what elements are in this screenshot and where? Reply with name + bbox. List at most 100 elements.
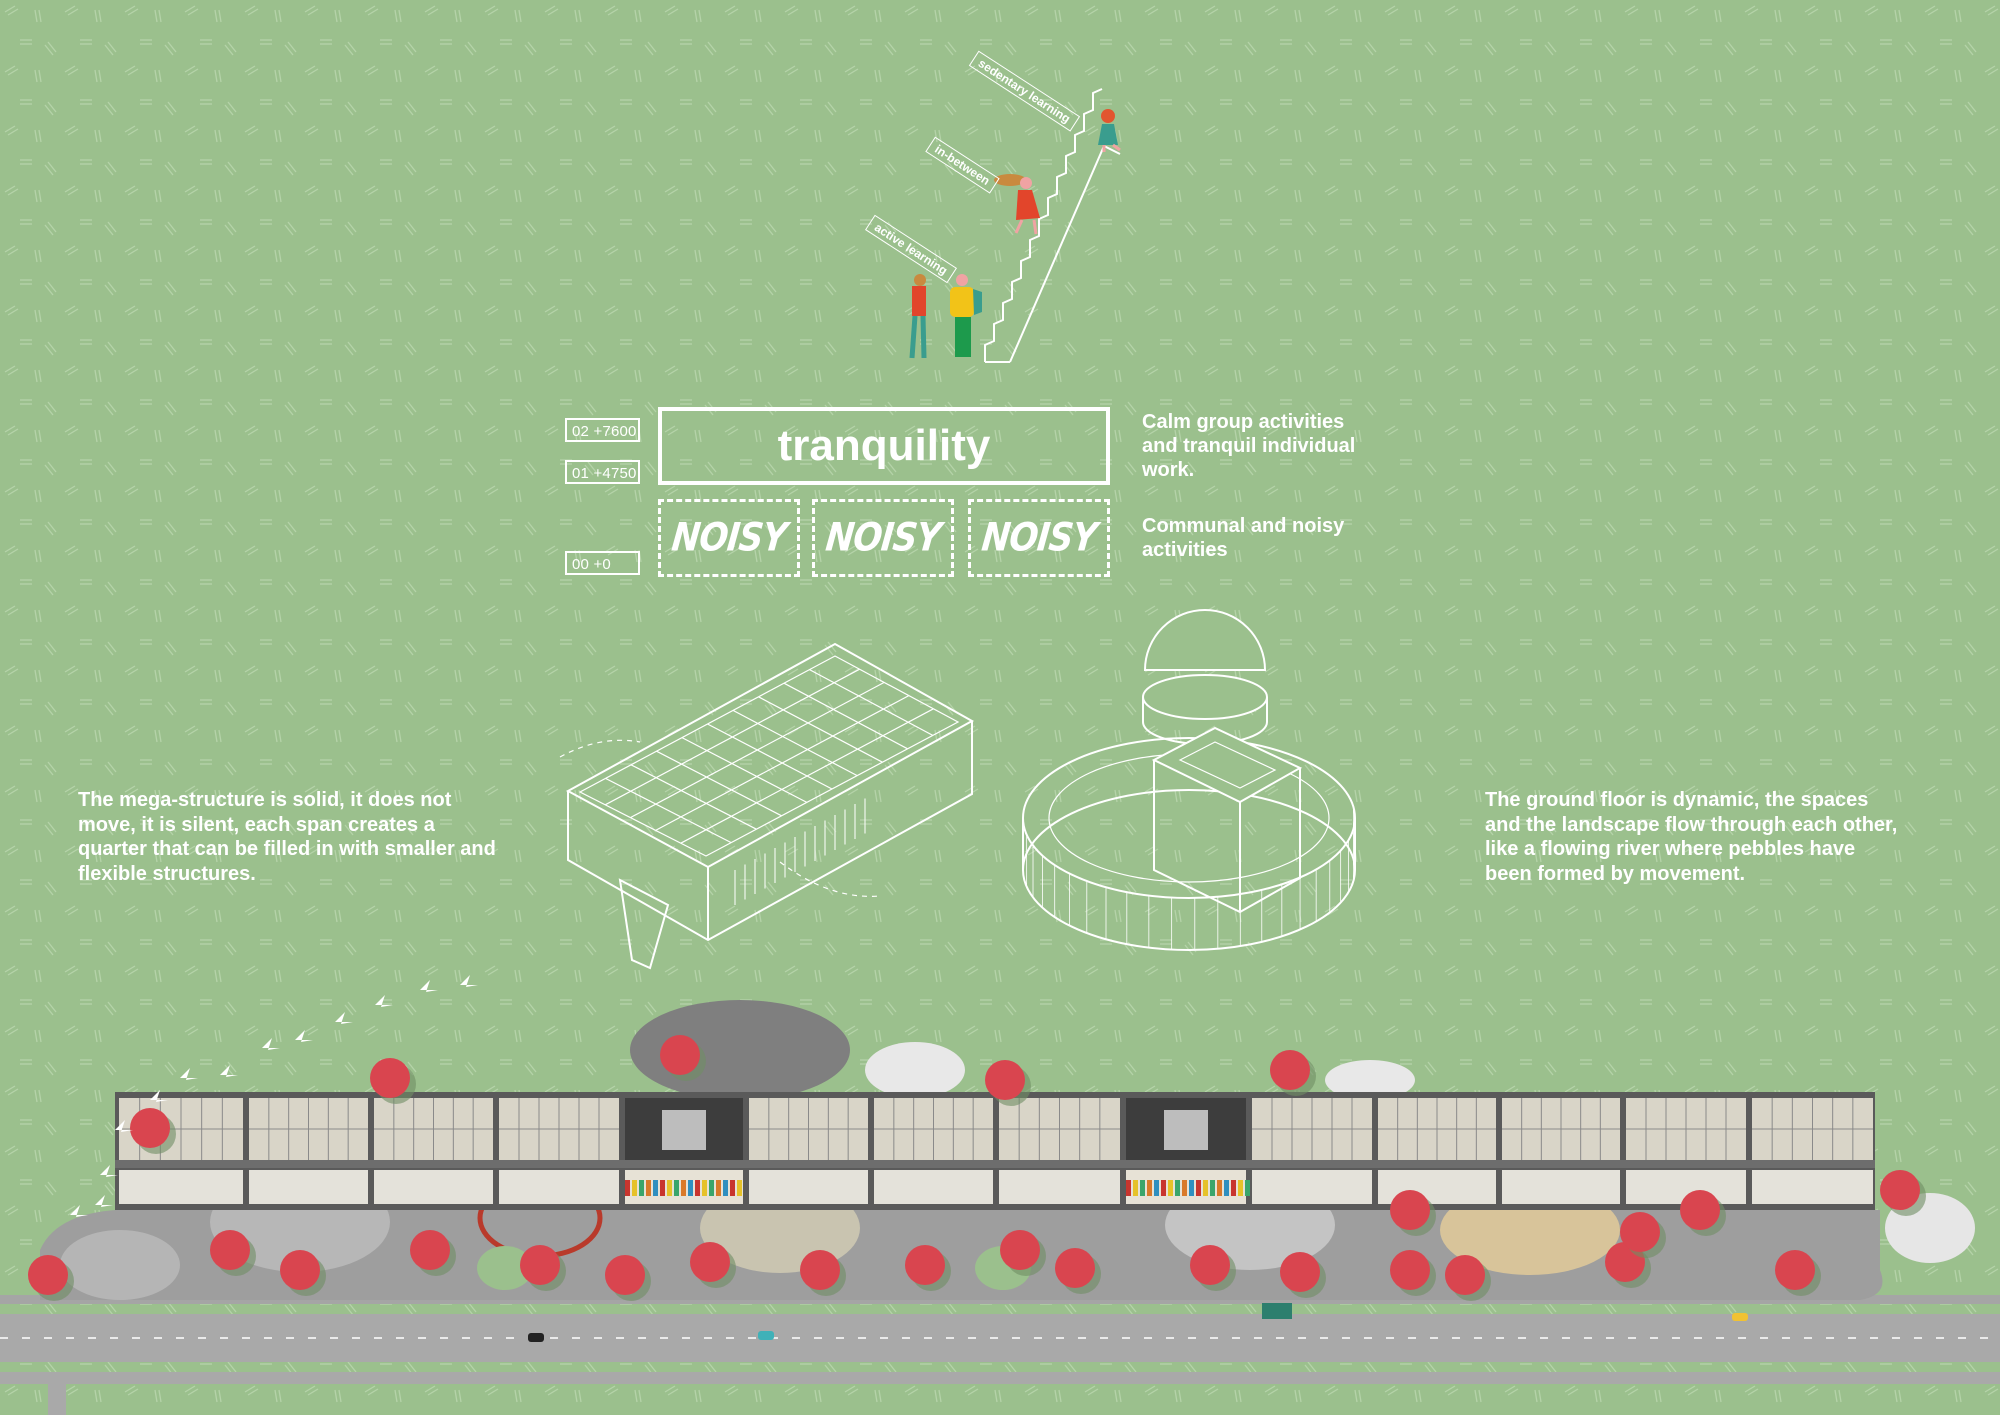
roof-grid-line: [604, 668, 860, 806]
tree: [660, 1035, 700, 1075]
bookshelf-book: [1203, 1180, 1208, 1196]
level-label-00: 00 +0: [565, 551, 640, 575]
level-label-01: 01 +4750: [565, 460, 640, 484]
roof-grid-line: [809, 669, 934, 736]
bookshelf-book: [1189, 1180, 1194, 1196]
lower-path: [0, 1372, 2000, 1384]
bookshelf-book: [695, 1180, 700, 1196]
tree: [1055, 1248, 1095, 1288]
span-lower: [374, 1170, 493, 1204]
bookshelf-book: [639, 1180, 644, 1196]
roof-grid-line: [732, 709, 858, 777]
span-lower: [119, 1170, 243, 1204]
roof-module: [662, 1110, 706, 1150]
bookshelf-book: [737, 1180, 742, 1196]
site-plan: [0, 975, 2000, 1415]
roof-grid-line: [605, 777, 732, 844]
tree: [210, 1230, 250, 1270]
bookshelf-book: [667, 1180, 672, 1196]
bookshelf-book: [1175, 1180, 1180, 1196]
tree: [370, 1058, 410, 1098]
bookshelf-book: [1126, 1180, 1131, 1196]
noisy-zone-2: NOISY: [812, 499, 954, 577]
car: [758, 1331, 774, 1340]
person-girl-top: [1098, 109, 1121, 152]
tree: [1390, 1250, 1430, 1290]
bookshelf-book: [1224, 1180, 1229, 1196]
span-lower: [249, 1170, 368, 1204]
bookshelf-book: [1168, 1180, 1173, 1196]
roof-grid-line: [630, 764, 757, 830]
bird: [100, 1165, 118, 1177]
bookshelf-book: [1182, 1180, 1187, 1196]
bookshelf-book: [1196, 1180, 1201, 1196]
bookshelf-book: [730, 1180, 735, 1196]
birds: [70, 975, 478, 1217]
tree: [1620, 1212, 1660, 1252]
trees: [28, 1035, 1926, 1301]
bookshelf-book: [660, 1180, 665, 1196]
person-woman-middle: [994, 174, 1040, 235]
people-figures: [909, 109, 1121, 359]
roof-grid-line: [680, 708, 934, 844]
tree: [800, 1250, 840, 1290]
tree: [410, 1230, 450, 1270]
bird: [115, 1120, 133, 1132]
roof-grid-line: [707, 723, 833, 790]
tree: [130, 1108, 170, 1148]
tree: [690, 1242, 730, 1282]
bookshelf-book: [1217, 1180, 1222, 1196]
span-lower: [1502, 1170, 1620, 1204]
noisy-label: NOISY: [823, 515, 943, 561]
truck: [1262, 1303, 1292, 1319]
noisy-zone-1: NOISY: [658, 499, 800, 577]
roof-grid-line: [655, 695, 910, 831]
bird: [220, 1065, 238, 1077]
tree: [1775, 1250, 1815, 1290]
person-woman-bottom: [909, 274, 927, 359]
bookshelf-book: [674, 1180, 679, 1196]
bookshelf-book: [1210, 1180, 1215, 1196]
bird: [295, 1030, 313, 1042]
bookshelf-book: [688, 1180, 693, 1196]
tree: [1445, 1255, 1485, 1295]
bird: [335, 1012, 353, 1024]
bookshelf-book: [1161, 1180, 1166, 1196]
floor-slab: [115, 1160, 1875, 1168]
bookshelf-book: [1147, 1180, 1152, 1196]
noisy-description: Communal and noisy activities: [1142, 515, 1345, 561]
bird: [420, 980, 438, 992]
noisy-label: NOISY: [669, 515, 789, 561]
bird: [150, 1090, 168, 1102]
bookshelf-book: [709, 1180, 714, 1196]
bird: [70, 1205, 88, 1217]
roof-module: [1164, 1110, 1208, 1150]
tranquility-zone: tranquility: [658, 407, 1110, 485]
bookshelf-book: [632, 1180, 637, 1196]
tree: [1680, 1190, 1720, 1230]
span-lower: [499, 1170, 619, 1204]
tree: [280, 1250, 320, 1290]
span-lower: [999, 1170, 1120, 1204]
tranquility-description: Calm group activities and tranquil indiv…: [1142, 411, 1356, 481]
tree: [28, 1255, 68, 1295]
person-man-bottom: [950, 274, 982, 357]
roof-grid-line: [681, 737, 808, 803]
bookshelf-book: [1245, 1180, 1250, 1196]
pavilion-axonometric: [1022, 609, 1356, 951]
bookshelf-book: [681, 1180, 686, 1196]
bookshelf-book: [1140, 1180, 1145, 1196]
bookshelf-book: [1154, 1180, 1159, 1196]
roof-grid-line: [758, 696, 883, 763]
bookshelf-book: [1231, 1180, 1236, 1196]
roof-grid-line: [630, 681, 885, 819]
noisy-label: NOISY: [979, 515, 1099, 561]
mega-structure-axonometric: [559, 642, 975, 970]
noisy-zone-3: NOISY: [968, 499, 1110, 577]
car: [1732, 1313, 1748, 1321]
roof-grid-line: [783, 682, 908, 750]
tree: [1390, 1190, 1430, 1230]
bird: [95, 1195, 113, 1207]
bookshelf-book: [1133, 1180, 1138, 1196]
